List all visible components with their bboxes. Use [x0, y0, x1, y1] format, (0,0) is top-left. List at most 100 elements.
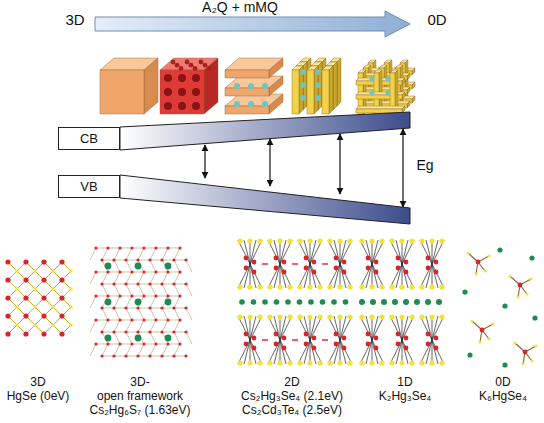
atom: [312, 260, 317, 265]
atom: [277, 314, 282, 319]
atom: [409, 238, 414, 243]
bond: [420, 340, 432, 364]
atom: [160, 258, 163, 261]
atom: [389, 314, 394, 319]
bond: [396, 340, 402, 364]
atom: [252, 260, 257, 265]
bond: [138, 356, 150, 357]
cation: [262, 83, 268, 89]
bond: [250, 316, 256, 340]
bond: [174, 248, 180, 260]
atom: [369, 238, 374, 243]
bond: [360, 340, 372, 364]
bond: [250, 340, 262, 364]
bond: [102, 308, 114, 309]
bond: [102, 356, 114, 357]
bond: [340, 240, 341, 264]
bond: [126, 248, 132, 260]
atom: [130, 294, 133, 297]
bond: [174, 260, 186, 261]
cation: [502, 303, 507, 308]
bond: [150, 248, 156, 260]
atom: [399, 314, 404, 319]
bond: [138, 248, 144, 260]
bond: [432, 316, 444, 340]
atom: [5, 295, 10, 300]
bond: [150, 272, 156, 284]
cation: [331, 299, 337, 305]
atom: [347, 314, 352, 319]
atom: [334, 342, 339, 347]
bond: [126, 356, 138, 357]
atom: [160, 354, 163, 357]
cube-side: [269, 94, 283, 114]
bond: [390, 316, 402, 340]
atom: [287, 360, 292, 365]
bond: [396, 316, 402, 340]
band-box: CB: [58, 127, 120, 150]
atom: [513, 341, 516, 344]
bond: [90, 320, 96, 332]
bond: [238, 264, 250, 288]
atom: [267, 360, 272, 365]
bond: [372, 240, 384, 264]
atom: [94, 294, 97, 297]
atom: [184, 258, 187, 261]
bond: [96, 344, 108, 345]
bond: [96, 296, 108, 297]
atom: [359, 360, 364, 365]
bond: [426, 240, 432, 264]
atom: [327, 360, 332, 365]
bond: [310, 340, 311, 364]
bond: [114, 272, 120, 284]
atom: [389, 360, 394, 365]
atom: [136, 306, 139, 309]
bond: [126, 332, 132, 344]
atom: [389, 238, 394, 243]
bond: [340, 316, 352, 340]
bond: [292, 339, 298, 340]
atom: [23, 331, 28, 336]
bond: [250, 240, 256, 264]
bond: [108, 272, 120, 273]
bond: [280, 316, 292, 340]
bond: [280, 240, 292, 264]
bond: [126, 344, 132, 356]
atom: [334, 266, 339, 271]
bond: [298, 240, 310, 264]
atom: [379, 314, 384, 319]
bond: [328, 316, 340, 340]
bond: [310, 316, 311, 340]
cation: [165, 263, 172, 270]
atom: [160, 330, 163, 333]
cation: [300, 95, 306, 101]
dimensional-reduction-cubes: [100, 58, 415, 115]
atom: [307, 360, 312, 365]
bond: [156, 296, 168, 297]
atom: [307, 238, 312, 243]
bond: [174, 332, 180, 344]
bond: [402, 240, 414, 264]
bond: [102, 284, 108, 296]
bond: [432, 340, 444, 364]
atom: [59, 331, 64, 336]
cube-side: [407, 87, 410, 94]
band-gap-diagram: [120, 112, 410, 224]
bond: [174, 356, 186, 357]
bond: [168, 296, 180, 297]
cube-side: [412, 96, 415, 103]
bond: [114, 284, 126, 285]
atom: [244, 266, 249, 271]
bond: [310, 340, 316, 364]
atom: [429, 284, 434, 289]
bond: [114, 332, 120, 344]
bond: [244, 264, 250, 288]
bond: [162, 272, 168, 284]
atom: [359, 238, 364, 243]
atom: [369, 314, 374, 319]
cation: [467, 352, 472, 357]
bond: [90, 248, 96, 260]
bond: [304, 316, 310, 340]
atom: [287, 238, 292, 243]
bond: [310, 264, 311, 288]
